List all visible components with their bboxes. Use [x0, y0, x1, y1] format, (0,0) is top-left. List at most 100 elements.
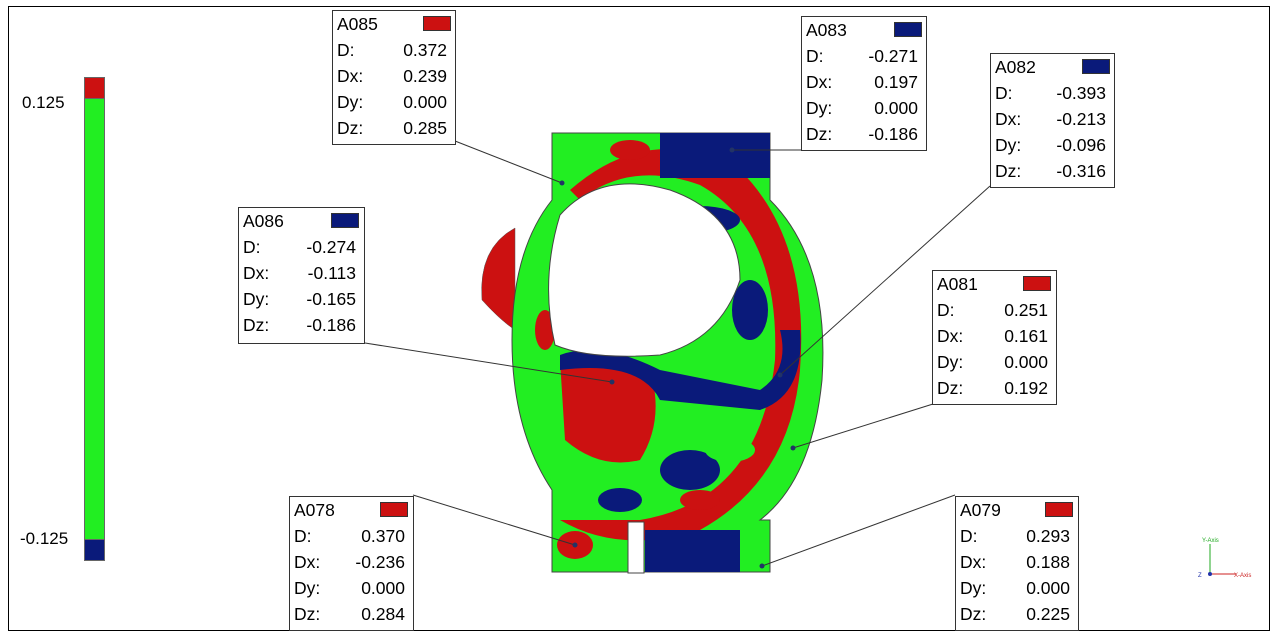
row-value: 0.239: [403, 66, 447, 86]
leader-line-a079: [761, 494, 956, 567]
row-key: Dz:: [294, 604, 321, 624]
point-marker-a086: [609, 379, 615, 385]
callout-a086[interactable]: A086 D:-0.274 Dx:-0.113 Dy:-0.165 Dz:-0.…: [238, 207, 365, 344]
y-axis-label: Y-Axis: [1202, 538, 1219, 544]
row-key: D:: [995, 83, 1013, 103]
row-value: -0.186: [868, 124, 918, 144]
axis-triad-icon: Y-Axis Z X-Axis: [1198, 538, 1251, 579]
row-value: -0.271: [868, 46, 918, 66]
leader-line-a081: [792, 403, 934, 449]
row-key: Dz:: [960, 604, 987, 624]
row-key: Dx:: [937, 326, 964, 346]
callout-a083[interactable]: A083 D: -0.271 Dx: 0.197 Dy: 0.000 Dz: -0.18…: [801, 16, 927, 151]
row-key: D:: [937, 300, 955, 320]
row-value: -0.165: [306, 289, 356, 309]
row-value: -0.393: [1056, 83, 1106, 103]
row-key: D:: [294, 526, 312, 546]
status-swatch: [894, 22, 922, 37]
row-value: -0.113: [307, 263, 356, 283]
row-value: 0.000: [403, 92, 447, 112]
row-value: 0.293: [1026, 526, 1070, 546]
scale-below-swatch: [84, 539, 105, 561]
row-key: Dz:: [806, 124, 833, 144]
row-key: Dz:: [337, 118, 364, 138]
part-outer-ring: [560, 149, 802, 541]
row-value: 0.285: [403, 118, 447, 138]
callout-a082[interactable]: A082 D:-0.393 Dx:-0.213 Dy:-0.096 Dz:-0.…: [990, 53, 1115, 188]
part-blue-hook: [560, 330, 801, 410]
row-key: D:: [337, 40, 355, 60]
viewport-frame: [8, 6, 1270, 631]
row-key: Dy:: [243, 289, 270, 309]
row-value: 0.188: [1026, 552, 1070, 572]
callout-name: A082: [995, 57, 1036, 77]
row-value: 0.251: [1004, 300, 1048, 320]
row-key: Dx:: [960, 552, 987, 572]
part-blue-patch: [732, 280, 768, 340]
part-inner-opening: [548, 183, 741, 357]
point-marker-a082: [777, 372, 783, 378]
scale-min-label: -0.125: [20, 529, 69, 548]
row-key: Dx:: [995, 109, 1022, 129]
row-value: 0.000: [361, 578, 405, 598]
row-key: Dx:: [243, 263, 270, 283]
leader-line-a086: [364, 342, 613, 383]
row-value: 0.284: [361, 604, 405, 624]
part-blue-patch: [660, 450, 720, 490]
row-value: 0.370: [361, 526, 405, 546]
status-swatch: [1023, 276, 1051, 291]
z-axis-label: Z: [1198, 573, 1202, 579]
row-key: Dz:: [243, 315, 270, 335]
row-value: -0.274: [306, 237, 356, 257]
row-value: 0.161: [1004, 326, 1048, 346]
row-key: D:: [806, 46, 824, 66]
status-swatch: [423, 16, 451, 31]
part-left-lobe: [481, 227, 516, 331]
part-bottom-blue-block: [645, 530, 740, 572]
callout-name: A081: [937, 274, 978, 294]
status-swatch: [1082, 59, 1110, 74]
callout-name: A079: [960, 500, 1001, 520]
row-key: Dz:: [995, 161, 1022, 181]
row-value: 0.000: [874, 98, 918, 118]
row-key: Dy:: [806, 98, 833, 118]
row-key: Dx:: [806, 72, 833, 92]
row-key: Dx:: [337, 66, 364, 86]
row-value: -0.316: [1056, 161, 1106, 181]
row-value: -0.186: [306, 315, 356, 335]
point-marker-a079: [759, 563, 765, 569]
row-key: Dy:: [337, 92, 364, 112]
scale-above-swatch: [84, 77, 105, 99]
part-blue-patch: [598, 488, 642, 512]
point-marker-a083: [729, 147, 735, 153]
row-value: 0.197: [874, 72, 918, 92]
row-value: 0.225: [1026, 604, 1070, 624]
callout-a081[interactable]: A081 D:0.251 Dx:0.161 Dy:0.000 Dz:0.192: [932, 270, 1057, 405]
row-value: 0.000: [1026, 578, 1070, 598]
status-swatch: [380, 502, 408, 517]
part-green-patch: [705, 438, 755, 462]
row-key: D:: [243, 237, 261, 257]
row-value: -0.236: [355, 552, 405, 572]
callout-a085[interactable]: A085 D:0.372 Dx:0.239 Dy:0.000 Dz:0.285: [332, 10, 456, 145]
callout-name: A078: [294, 500, 335, 520]
row-key: Dy:: [937, 352, 964, 372]
part-red-patch: [535, 310, 555, 350]
x-axis-label: X-Axis: [1234, 573, 1251, 579]
row-value: 0.372: [403, 40, 447, 60]
leader-line-a085: [454, 140, 563, 184]
point-marker-a081: [790, 445, 796, 451]
color-scale-bar: [84, 77, 105, 562]
row-value: -0.096: [1056, 135, 1106, 155]
callout-name: A083: [806, 20, 847, 40]
callout-a078[interactable]: A078 D:0.370 Dx:-0.236 Dy:0.000 Dz:0.284: [289, 496, 414, 631]
point-marker-a085: [559, 180, 565, 186]
status-swatch: [331, 213, 359, 228]
part-bottom-slot: [627, 521, 645, 574]
callout-a079[interactable]: A079 D:0.293 Dx:0.188 Dy:0.000 Dz:0.225: [955, 496, 1079, 631]
row-key: Dz:: [937, 378, 964, 398]
leader-line-a082: [779, 185, 991, 376]
point-marker-a078: [572, 542, 578, 548]
row-key: Dy:: [995, 135, 1022, 155]
